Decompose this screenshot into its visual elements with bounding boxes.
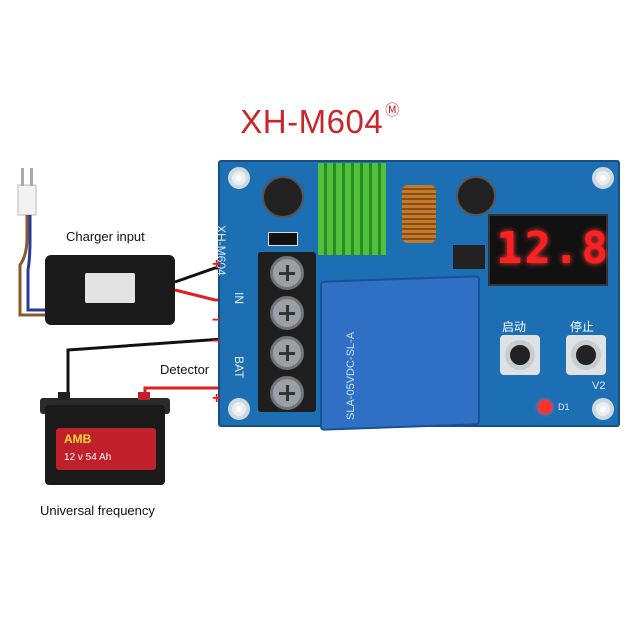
mount-hole-bottom-left [228, 398, 250, 420]
terminal-screw-2 [270, 296, 304, 330]
model-title: XH-M604 [240, 103, 384, 140]
power-plug-icon [17, 168, 45, 317]
terminal-screw-3 [270, 336, 304, 370]
charger-label-plate [85, 273, 135, 303]
start-button-cap[interactable] [505, 340, 535, 370]
minus-sign-bat: − [212, 333, 222, 350]
battery-positive-terminal [138, 392, 150, 400]
terminal-screw-1 [270, 256, 304, 290]
led-display [488, 214, 608, 286]
ic-chip [453, 245, 485, 269]
stop-button-cap[interactable] [571, 340, 601, 370]
display-value: 12.8 [496, 223, 610, 274]
start-button[interactable] [500, 335, 540, 375]
minus-sign-in: − [212, 312, 222, 329]
smd-component [268, 232, 298, 246]
battery-spec: 12 v 54 Ah [64, 452, 112, 463]
battery-negative-terminal [58, 392, 70, 400]
terminal-bat-label: BAT [232, 356, 246, 379]
charger-input-label: Charger input [66, 229, 145, 244]
mount-hole-top-right [592, 167, 614, 189]
battery-label: AMB 12 v 54 Ah [56, 428, 156, 470]
terminal-in-label: IN [232, 292, 246, 304]
universal-frequency-label: Universal frequency [40, 503, 155, 518]
v2-mark: V2 [592, 380, 606, 392]
battery-brand: AMB [64, 432, 92, 446]
heatsink [318, 163, 386, 255]
mount-hole-top-left [228, 167, 250, 189]
plus-sign-in: + [212, 256, 222, 273]
start-button-label: 启动 [502, 320, 527, 334]
relay-label: SLA-05VDC-SL-A [345, 331, 357, 420]
terminal-screw-4 [270, 376, 304, 410]
status-led [538, 400, 552, 414]
stop-button[interactable] [566, 335, 606, 375]
detector-label: Detector [160, 362, 210, 377]
capacitor [262, 176, 304, 218]
relay [320, 275, 480, 431]
d1-mark: D1 [558, 402, 570, 412]
capacitor-2 [456, 176, 496, 216]
inductor-coil [402, 185, 436, 243]
stop-button-label: 停止 [570, 320, 595, 334]
mount-hole-bottom-right [592, 398, 614, 420]
charger-adapter [45, 255, 175, 325]
plus-sign-bat: + [212, 390, 222, 407]
registered-mark: Ⓜ [385, 102, 400, 118]
